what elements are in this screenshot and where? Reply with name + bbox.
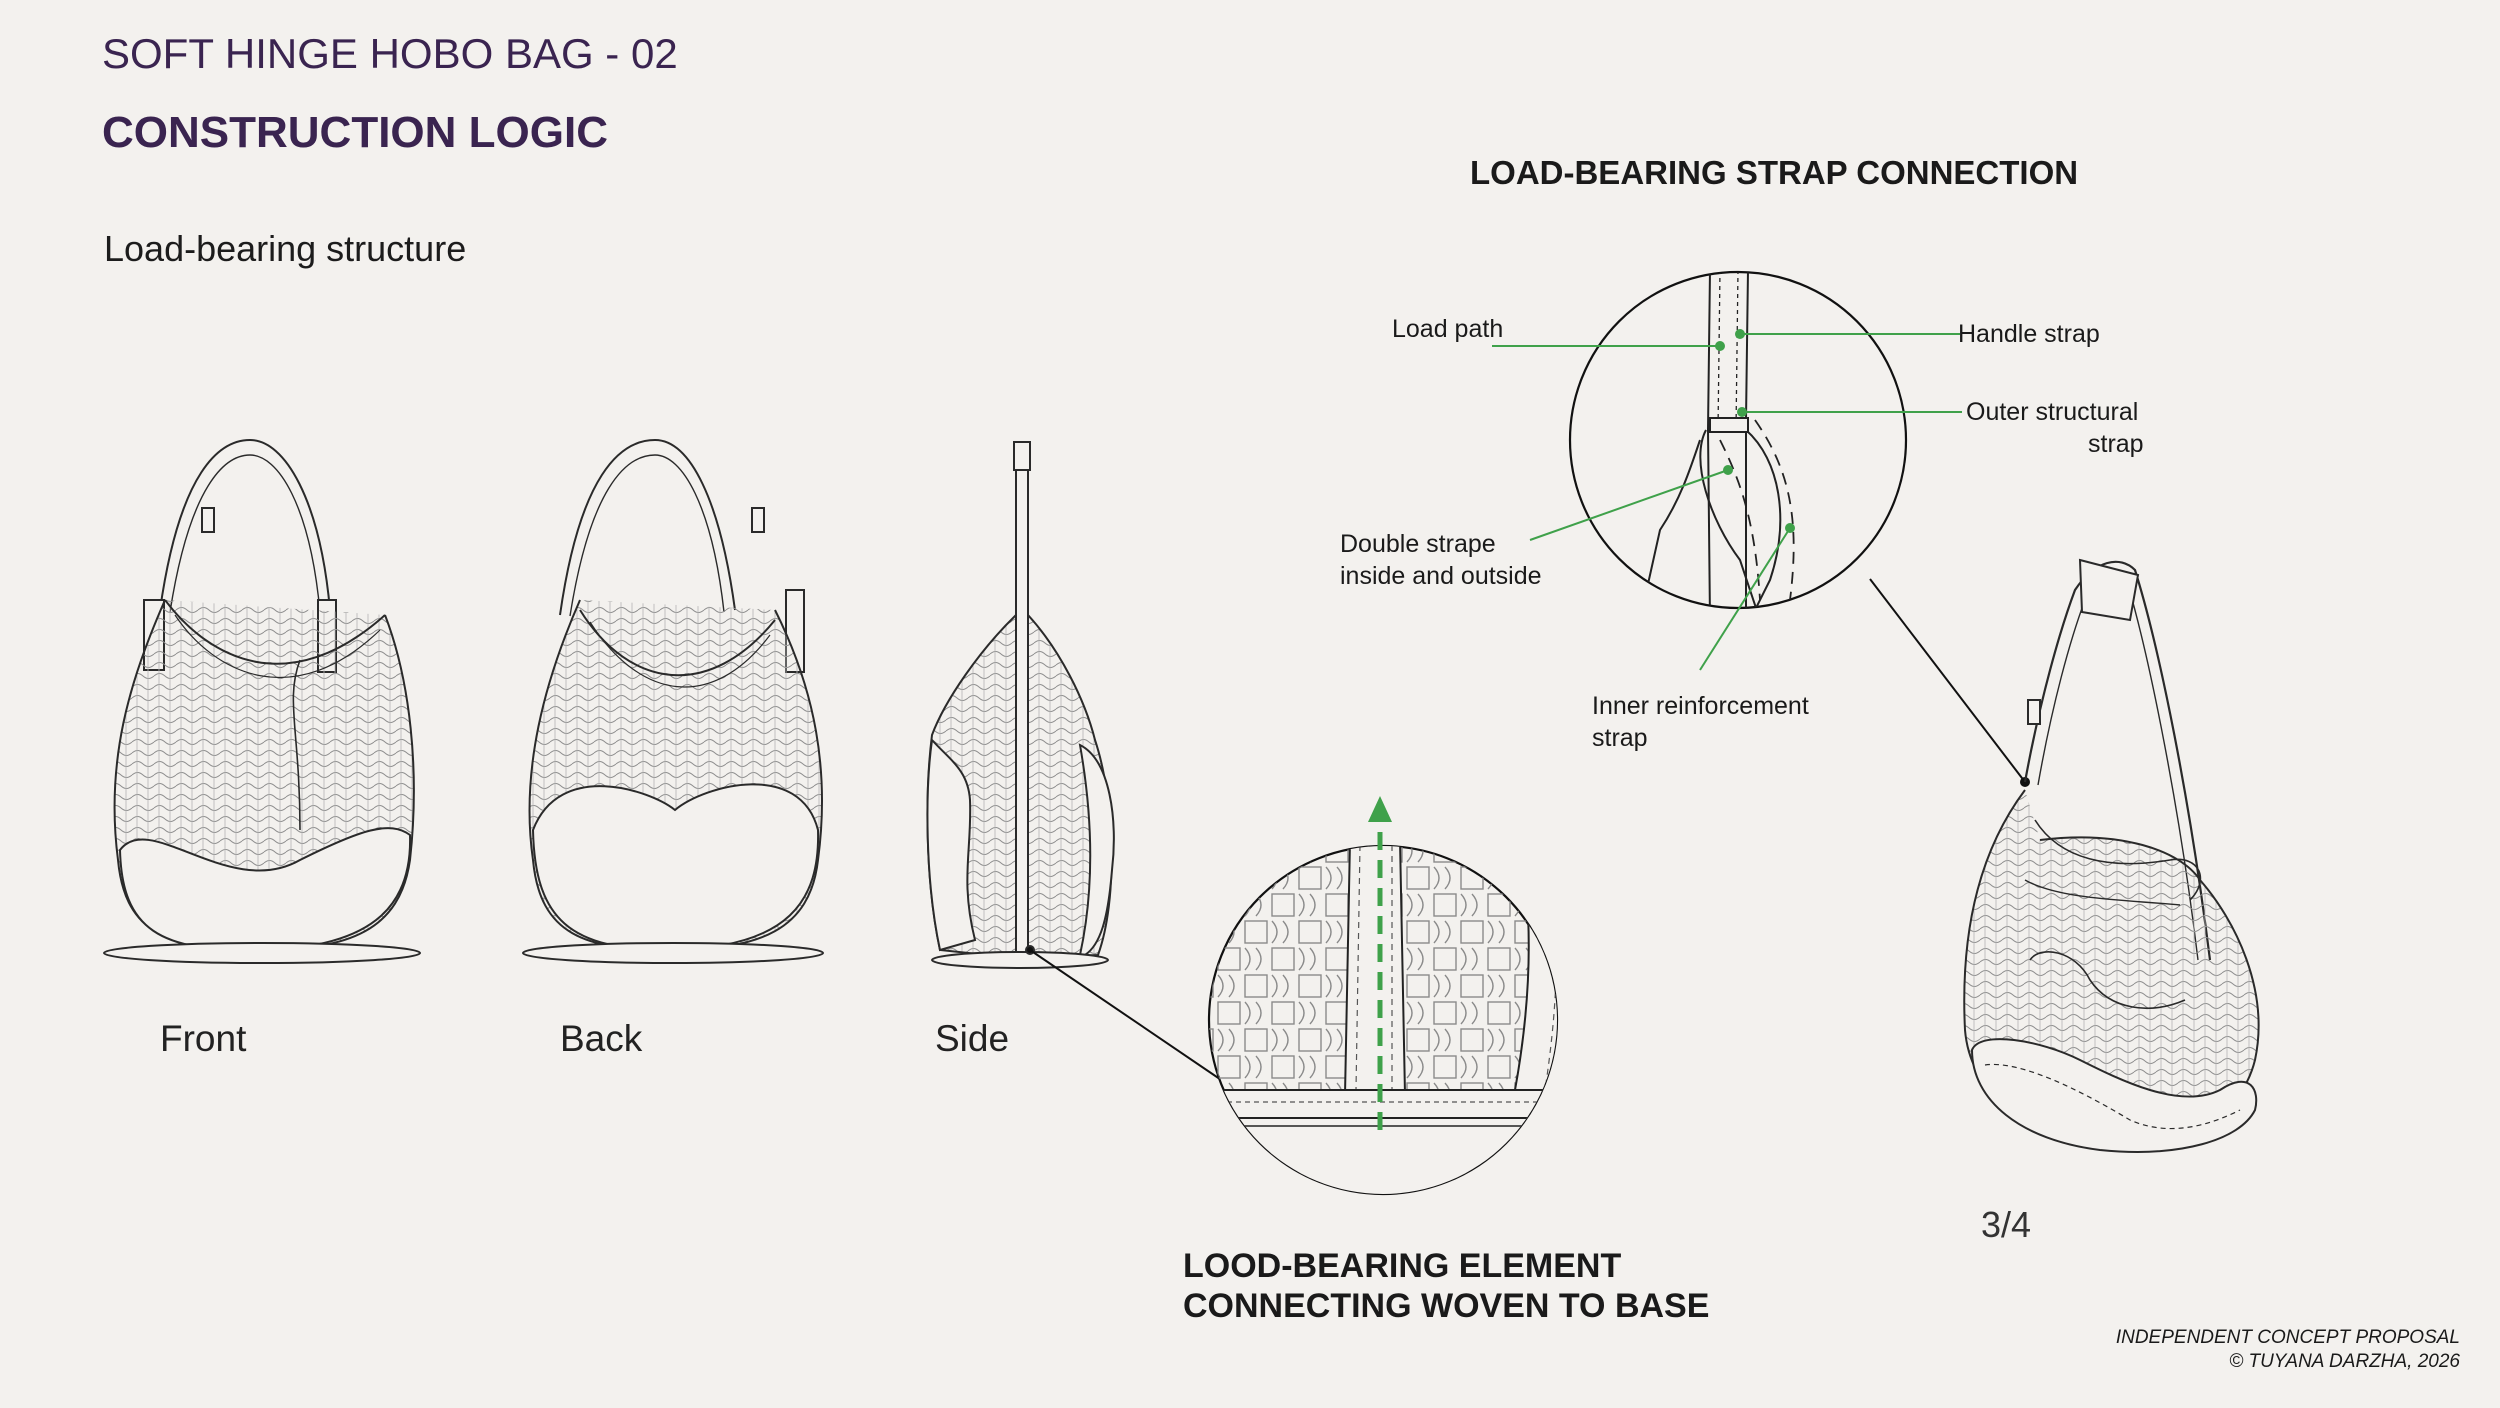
page-subtitle: CONSTRUCTION LOGIC: [102, 108, 608, 157]
callout-outer-strap-line1: Outer structural: [1966, 398, 2139, 426]
callout-inner-reinforcement-line2: strap: [1592, 724, 1648, 752]
side-to-base-leader: [1029, 949, 1237, 1091]
view-label-back: Back: [560, 1018, 643, 1059]
footer-line1: INDEPENDENT CONCEPT PROPOSAL: [2115, 1327, 2460, 1348]
callout-inner-reinforcement-line1: Inner reinforcement: [1592, 692, 1809, 720]
base-detail-title-line1: LOOD-BEARING ELEMENT: [1183, 1247, 1622, 1285]
view-label-three-quarter: 3/4: [1981, 1204, 2032, 1245]
callout-double-strape-line1: Double strape: [1340, 530, 1496, 558]
footer-line2: © TUYANA DARZHA, 2026: [2229, 1351, 2460, 1372]
base-detail-title-line2: CONNECTING WOVEN TO BASE: [1183, 1287, 1710, 1325]
callout-handle-strap: Handle strap: [1958, 320, 2100, 348]
bag-three-quarter-view: [1963, 558, 2260, 1153]
page-title: SOFT HINGE HOBO BAG - 02: [102, 30, 678, 77]
base-detail-title: LOOD-BEARING ELEMENT CONNECTING WOVEN TO…: [1183, 1246, 1709, 1326]
view-label-front: Front: [160, 1018, 247, 1059]
callout-outer-strap-line2: strap: [2088, 430, 2144, 458]
view-label-side: Side: [935, 1018, 1010, 1059]
strap-callout-leaders: [1492, 329, 1962, 671]
bag-back-view: [522, 438, 824, 964]
callout-load-path: Load path: [1392, 315, 1504, 343]
base-connection-detail: [1207, 796, 1559, 1196]
bag-front-view: [103, 438, 421, 964]
strap-connection-detail: [1568, 270, 2030, 787]
callout-double-strape-line2: inside and outside: [1340, 562, 1542, 590]
section-heading: Load-bearing structure: [104, 228, 467, 269]
strap-detail-title: LOAD-BEARING STRAP CONNECTION: [1470, 154, 2079, 191]
bag-side-view: [926, 441, 1115, 969]
footer-credit: INDEPENDENT CONCEPT PROPOSAL © TUYANA DA…: [2116, 1326, 2460, 1374]
